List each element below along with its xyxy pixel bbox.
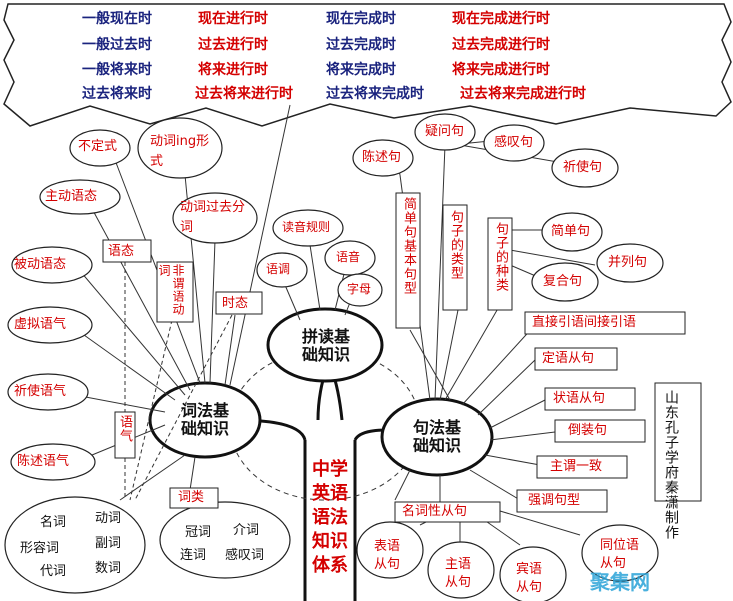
- chenshu-qi-node: 陈述语气: [17, 454, 70, 469]
- tense-cell: 将来完成时: [326, 62, 396, 78]
- dingyu-node: 定语从句: [542, 351, 595, 366]
- tense-cell: 现在完成进行时: [452, 11, 550, 27]
- word-class: 连词: [180, 548, 207, 563]
- jiandanju-type-node: 简单句基本句型: [401, 197, 416, 295]
- word-class: 冠词: [185, 525, 212, 540]
- qiangdiao-node: 强调句型: [528, 493, 581, 508]
- dufa-node: 读音规则: [282, 220, 331, 234]
- fuheju-node: 复合句: [543, 274, 583, 289]
- tense-cell: 将来完成进行时: [452, 62, 550, 78]
- word-class: 感叹词: [225, 548, 265, 563]
- daozhuang-node: 倒装句: [568, 423, 608, 438]
- budingshi-node: 不定式: [78, 139, 118, 154]
- binyu-node: 宾语从句: [516, 562, 543, 595]
- juzi-leixing-node: 句子的类型: [448, 210, 463, 280]
- tense-cell: 将来进行时: [198, 62, 268, 78]
- jufa-oval: [380, 397, 494, 477]
- tense-cell: 一般现在时: [82, 11, 152, 27]
- zhuyu-node: 主语从句: [445, 557, 472, 590]
- pinyin-node: 拼读基础知识: [301, 327, 350, 364]
- cifa-node: 词法基础知识: [180, 401, 229, 438]
- pinyin-oval: [266, 307, 384, 383]
- feiwei-node: 非谓语动词: [157, 264, 185, 316]
- tongwei-node: 同位语从句: [600, 538, 640, 571]
- beidong-node: 被动语态: [14, 257, 67, 272]
- cilei-node: 词类: [178, 490, 205, 505]
- word-class: 数词: [95, 561, 122, 576]
- zhudong-node: 主动语态: [45, 189, 98, 204]
- mingci-node: 名词性从句: [402, 504, 468, 519]
- word-class: 名词: [40, 515, 67, 530]
- word-class: 动词: [95, 511, 122, 526]
- jiandanju-node: 简单句: [551, 224, 591, 239]
- tense-cell: 过去进行时: [198, 37, 268, 53]
- tense-cell: 过去完成进行时: [452, 37, 550, 53]
- tense-cell: 过去将来完成时: [326, 86, 424, 102]
- yuqi-node: 语气: [117, 415, 132, 443]
- xuni-node: 虚拟语气: [14, 317, 67, 332]
- yiwenju-node: 疑问句: [425, 124, 465, 139]
- qishi-node: 祈使语气: [14, 384, 67, 399]
- ing-node: 动词ing形式: [150, 134, 210, 169]
- zhuangyu-node: 状语从句: [553, 391, 606, 406]
- chenshuju-node: 陈述句: [362, 150, 402, 165]
- zimu-node: 字母: [347, 282, 372, 296]
- tense-cell: 过去将来时: [82, 86, 152, 102]
- juzi-zhonglei-node: 句子的种类: [493, 222, 508, 292]
- yutai-node: 语态: [108, 244, 135, 259]
- tense-cloud: [3, 3, 732, 127]
- shitai-node: 时态: [222, 296, 249, 311]
- credit-box: 山东孔子学府秦潇制作: [663, 390, 679, 540]
- gantanju-node: 感叹句: [494, 135, 534, 150]
- word-class: 介词: [233, 523, 260, 538]
- word-class: 形容词: [20, 541, 60, 556]
- binglieju-node: 并列句: [608, 255, 648, 270]
- word-class: 代词: [40, 564, 67, 579]
- qishiju-node: 祈使句: [563, 160, 603, 175]
- zhijie-node: 直接引语间接引语: [532, 315, 637, 330]
- tense-cell: 过去完成时: [326, 37, 396, 53]
- yudiao-node: 语调: [266, 262, 291, 276]
- tense-cell: 一般将来时: [82, 62, 152, 78]
- watermark: 聚集网: [590, 570, 650, 594]
- tense-cell: 过去将来完成进行时: [460, 86, 586, 102]
- word-class: 副词: [95, 536, 122, 551]
- trunk-title: 中学英语语法知识体系: [312, 459, 348, 576]
- tense-cell: 现在完成时: [326, 11, 396, 27]
- biaoyu-node: 表语从句: [374, 539, 401, 572]
- tense-cell: 现在进行时: [198, 11, 268, 27]
- tense-cell: 一般过去时: [82, 37, 152, 53]
- guoqufenci-node: 动词过去分词: [180, 200, 246, 235]
- zhuwei-node: 主谓一致: [550, 459, 603, 474]
- yuyin-node: 语音: [336, 250, 361, 264]
- jufa-node: 句法基础知识: [412, 418, 461, 455]
- tense-cell: 过去将来进行时: [195, 86, 293, 102]
